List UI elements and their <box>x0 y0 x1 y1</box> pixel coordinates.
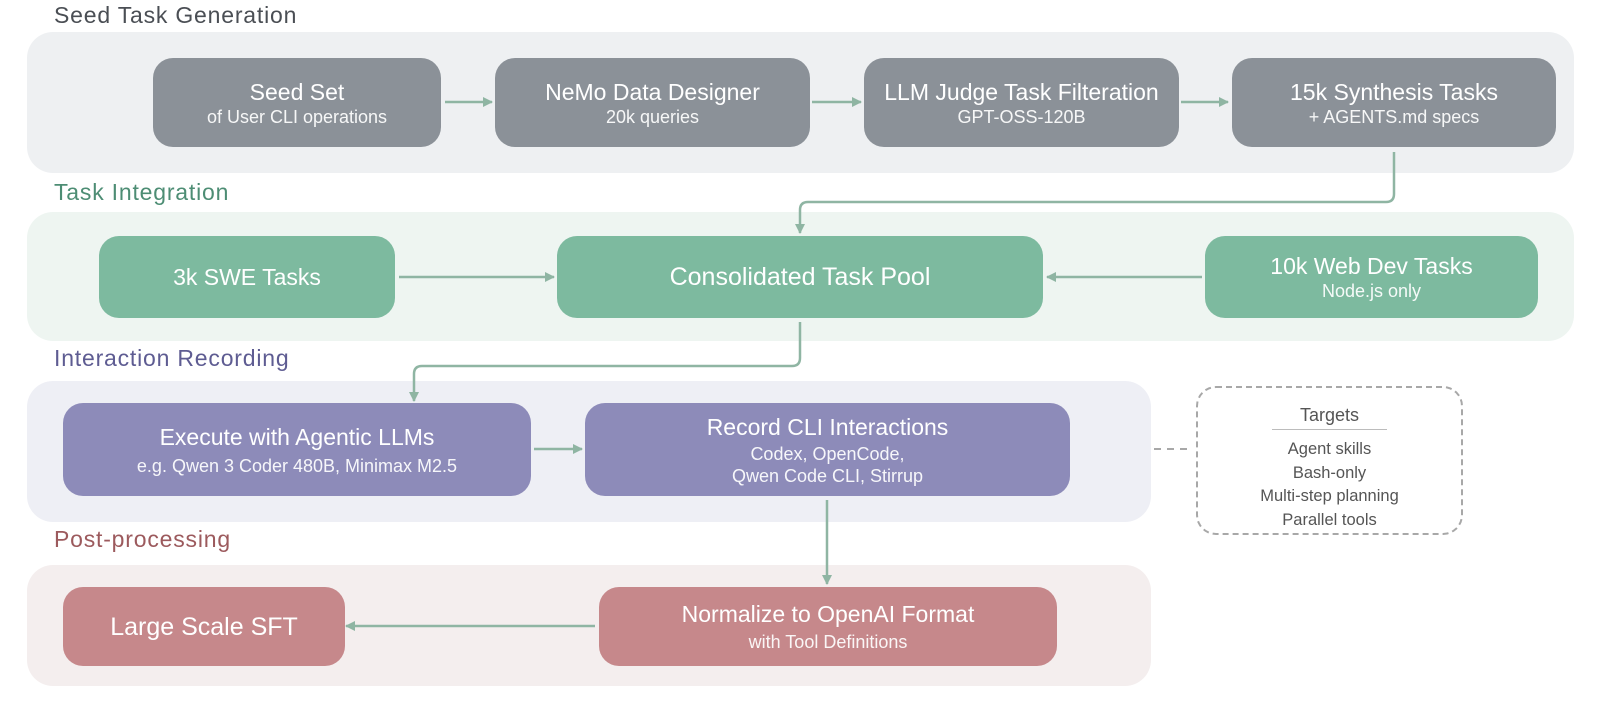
node-execute-title: Execute with Agentic LLMs <box>159 423 435 450</box>
node-consolidated-task-pool: Consolidated Task Pool <box>557 236 1043 318</box>
node-nemo-sub: 20k queries <box>605 106 700 127</box>
arrow-pool-to-execute <box>409 322 802 402</box>
targets-item: Parallel tools <box>1282 510 1377 529</box>
node-nemo-title: NeMo Data Designer <box>545 78 760 105</box>
node-normalize-sub: with Tool Definitions <box>748 632 908 652</box>
node-synthesis-sub: + AGENTS.md specs <box>1308 106 1480 127</box>
node-normalize-title: Normalize to OpenAI Format <box>681 601 975 627</box>
targets-list: Agent skills Bash-only Multi-step planni… <box>1260 438 1399 532</box>
node-seed-set-title: Seed Set <box>249 78 345 105</box>
targets-item: Agent skills <box>1287 440 1372 458</box>
node-seed-set: Seed Set of User CLI operations <box>153 58 441 147</box>
node-record-title: Record CLI Interactions <box>706 413 949 440</box>
node-webdev-title: 10k Web Dev Tasks <box>1270 253 1473 279</box>
node-webdev-sub: Node.js only <box>1321 281 1422 301</box>
node-synthesis-tasks: 15k Synthesis Tasks + AGENTS.md specs <box>1232 58 1556 147</box>
node-judge-title: LLM Judge Task Filteration <box>884 78 1159 105</box>
node-swe-tasks: 3k SWE Tasks <box>99 236 395 318</box>
node-pool-title: Consolidated Task Pool <box>669 263 931 291</box>
arrow-synthesis-to-pool <box>795 152 1396 234</box>
targets-item: Multi-step planning <box>1260 487 1399 505</box>
node-synthesis-title: 15k Synthesis Tasks <box>1290 78 1498 105</box>
node-llm-judge: LLM Judge Task Filteration GPT-OSS-120B <box>864 58 1179 147</box>
node-normalize-openai-format: Normalize to OpenAI Format with Tool Def… <box>599 587 1057 666</box>
node-record-sub-line1: Codex, OpenCode, <box>750 443 905 464</box>
targets-item: Bash-only <box>1292 463 1367 482</box>
node-nemo-data-designer: NeMo Data Designer 20k queries <box>495 58 810 147</box>
node-web-dev-tasks: 10k Web Dev Tasks Node.js only <box>1205 236 1538 318</box>
node-large-scale-sft: Large Scale SFT <box>63 587 345 666</box>
targets-title: Targets <box>1271 405 1388 430</box>
node-execute-sub: e.g. Qwen 3 Coder 480B, Minimax M2.5 <box>136 455 458 476</box>
targets-box: Targets Agent skills Bash-only Multi-ste… <box>1196 386 1463 535</box>
node-sft-title: Large Scale SFT <box>110 612 298 641</box>
node-swe-title: 3k SWE Tasks <box>173 264 321 290</box>
section-label-post-processing: Post-processing <box>54 526 231 552</box>
node-execute-agentic-llms: Execute with Agentic LLMs e.g. Qwen 3 Co… <box>63 403 531 496</box>
node-record-cli-interactions: Record CLI Interactions Codex, OpenCode,… <box>585 403 1070 496</box>
node-judge-sub: GPT-OSS-120B <box>957 106 1086 127</box>
node-record-sub-line2: Qwen Code CLI, Stirrup <box>731 465 924 486</box>
section-label-task-integration: Task Integration <box>54 179 230 205</box>
node-seed-set-sub: of User CLI operations <box>206 106 388 127</box>
section-label-seed-task-generation: Seed Task Generation <box>54 2 298 28</box>
section-label-interaction-recording: Interaction Recording <box>54 345 290 371</box>
